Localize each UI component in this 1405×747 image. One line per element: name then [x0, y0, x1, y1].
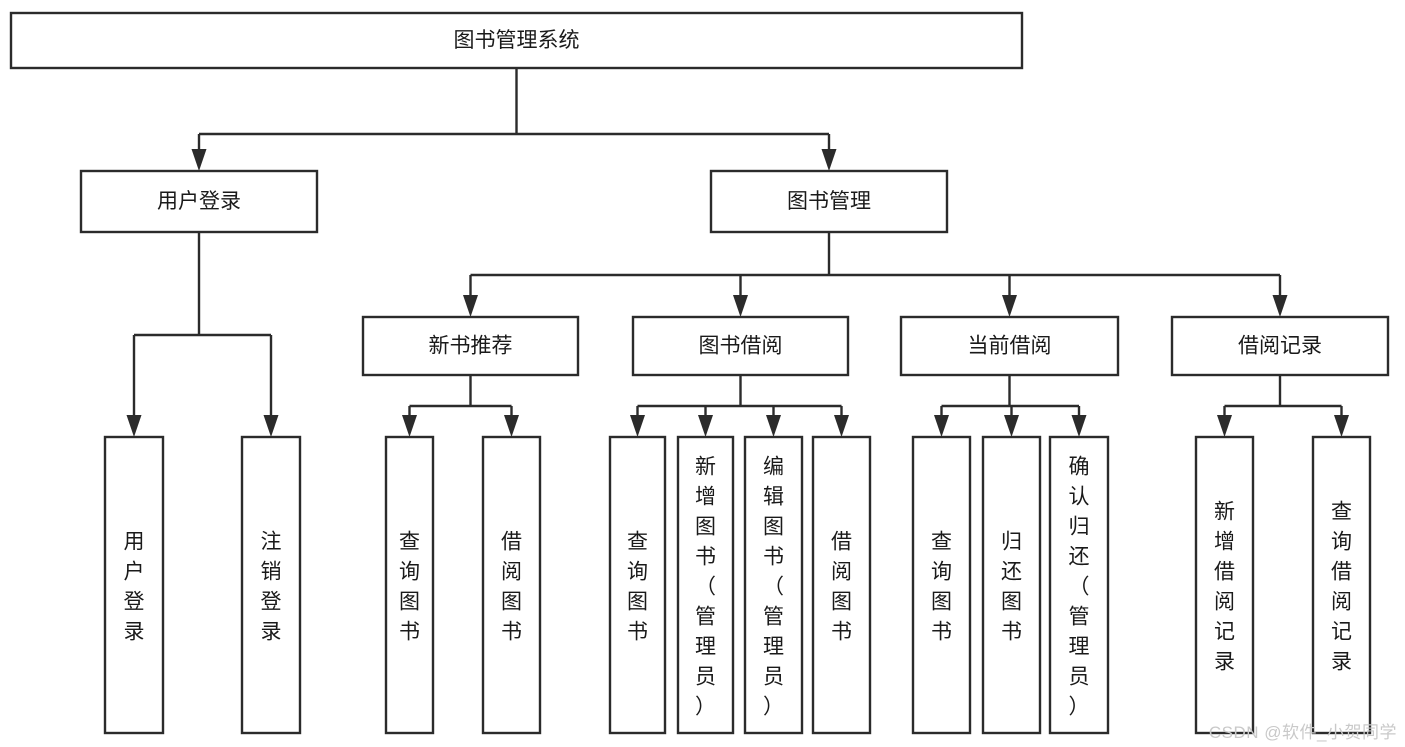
edge-group-root [191, 68, 837, 171]
node-label: 用户登录 [124, 530, 145, 643]
arrow-head [1334, 415, 1349, 437]
node-box[interactable] [911, 435, 972, 735]
node-label: 图书借阅 [699, 335, 783, 358]
node-bookmgmt[interactable]: 图书管理 [709, 169, 949, 234]
node-box[interactable] [9, 11, 1024, 70]
node-label: 编辑图书（管理员） [763, 455, 784, 718]
node-label: 新增借阅记录 [1214, 500, 1235, 673]
node-leaf-add-record[interactable]: 新增借阅记录 [1194, 435, 1255, 735]
arrow-head [766, 415, 781, 437]
node-root[interactable]: 图书管理系统 [9, 11, 1024, 70]
arrow-head [463, 295, 478, 317]
node-login[interactable]: 用户登录 [79, 169, 319, 234]
node-leaf-query-book-1[interactable]: 查询图书 [384, 435, 435, 735]
node-box[interactable] [1170, 315, 1390, 377]
arrow-head [504, 415, 519, 437]
node-label: 借阅记录 [1238, 335, 1322, 358]
edges-layer [126, 68, 1349, 437]
node-records[interactable]: 借阅记录 [1170, 315, 1390, 377]
nodes-layer: 图书管理系统用户登录图书管理新书推荐图书借阅当前借阅借阅记录用户登录注销登录查询… [9, 11, 1390, 735]
edge-group-login [126, 232, 279, 437]
edge-group-records [1217, 375, 1349, 437]
arrow-head [821, 149, 837, 171]
arrow-head [402, 415, 417, 437]
node-label: 当前借阅 [968, 335, 1052, 358]
node-box[interactable] [240, 435, 302, 735]
arrow-head [1272, 295, 1288, 317]
arrow-head [1217, 415, 1232, 437]
node-label: 查询图书 [627, 530, 648, 643]
arrow-head [934, 415, 949, 437]
node-box[interactable] [384, 435, 435, 735]
node-leaf-borrow-book-1[interactable]: 借阅图书 [481, 435, 542, 735]
edge-group-newbook [402, 375, 519, 437]
node-leaf-query-record[interactable]: 查询借阅记录 [1311, 435, 1372, 735]
arrow-head [834, 415, 849, 437]
node-box[interactable] [103, 435, 165, 735]
node-leaf-query-book-2[interactable]: 查询图书 [608, 435, 667, 735]
arrow-head [191, 149, 207, 171]
watermark-text: CSDN @软件_小贺同学 [1208, 723, 1397, 742]
node-box[interactable] [1311, 435, 1372, 735]
node-leaf-edit-book[interactable]: 编辑图书（管理员） [743, 435, 804, 735]
arrow-head [630, 415, 645, 437]
arrow-head [733, 295, 748, 317]
node-box[interactable] [608, 435, 667, 735]
node-box[interactable] [743, 435, 804, 735]
node-current[interactable]: 当前借阅 [899, 315, 1120, 377]
arrow-head [126, 415, 142, 437]
node-label: 新书推荐 [429, 335, 513, 358]
node-box[interactable] [709, 169, 949, 234]
edge-group-borrow [630, 375, 849, 437]
node-leaf-query-book-3[interactable]: 查询图书 [911, 435, 972, 735]
node-box[interactable] [481, 435, 542, 735]
node-label: 借阅图书 [501, 530, 522, 643]
arrow-head [1071, 415, 1087, 437]
node-label: 图书管理系统 [454, 29, 580, 52]
arrow-head [698, 415, 713, 437]
edge-group-bookmgmt [463, 232, 1288, 317]
node-leaf-borrow-book-2[interactable]: 借阅图书 [811, 435, 872, 735]
node-label: 借阅图书 [831, 530, 852, 643]
node-label: 确认归还（管理员） [1069, 455, 1090, 718]
node-borrow[interactable]: 图书借阅 [631, 315, 850, 377]
node-box[interactable] [631, 315, 850, 377]
node-label: 新增图书（管理员） [695, 455, 716, 718]
node-box[interactable] [1048, 435, 1110, 735]
node-box[interactable] [79, 169, 319, 234]
node-leaf-user-login[interactable]: 用户登录 [103, 435, 165, 735]
node-label: 查询图书 [931, 530, 952, 643]
node-box[interactable] [981, 435, 1042, 735]
node-label: 注销登录 [261, 530, 282, 643]
node-label: 查询借阅记录 [1331, 500, 1352, 673]
node-newbook[interactable]: 新书推荐 [361, 315, 580, 377]
arrow-head [1002, 295, 1017, 317]
node-leaf-user-logout[interactable]: 注销登录 [240, 435, 302, 735]
arrow-head [263, 415, 279, 437]
node-label: 归还图书 [1001, 530, 1022, 643]
node-box[interactable] [361, 315, 580, 377]
node-label: 图书管理 [787, 190, 871, 213]
node-box[interactable] [676, 435, 735, 735]
node-leaf-confirm-return[interactable]: 确认归还（管理员） [1048, 435, 1110, 735]
node-label: 用户登录 [157, 190, 241, 213]
edge-group-current [934, 375, 1087, 437]
node-box[interactable] [1194, 435, 1255, 735]
arrow-head [1004, 415, 1019, 437]
node-label: 查询图书 [399, 530, 420, 643]
node-leaf-return-book[interactable]: 归还图书 [981, 435, 1042, 735]
node-box[interactable] [899, 315, 1120, 377]
node-leaf-add-book[interactable]: 新增图书（管理员） [676, 435, 735, 735]
node-box[interactable] [811, 435, 872, 735]
